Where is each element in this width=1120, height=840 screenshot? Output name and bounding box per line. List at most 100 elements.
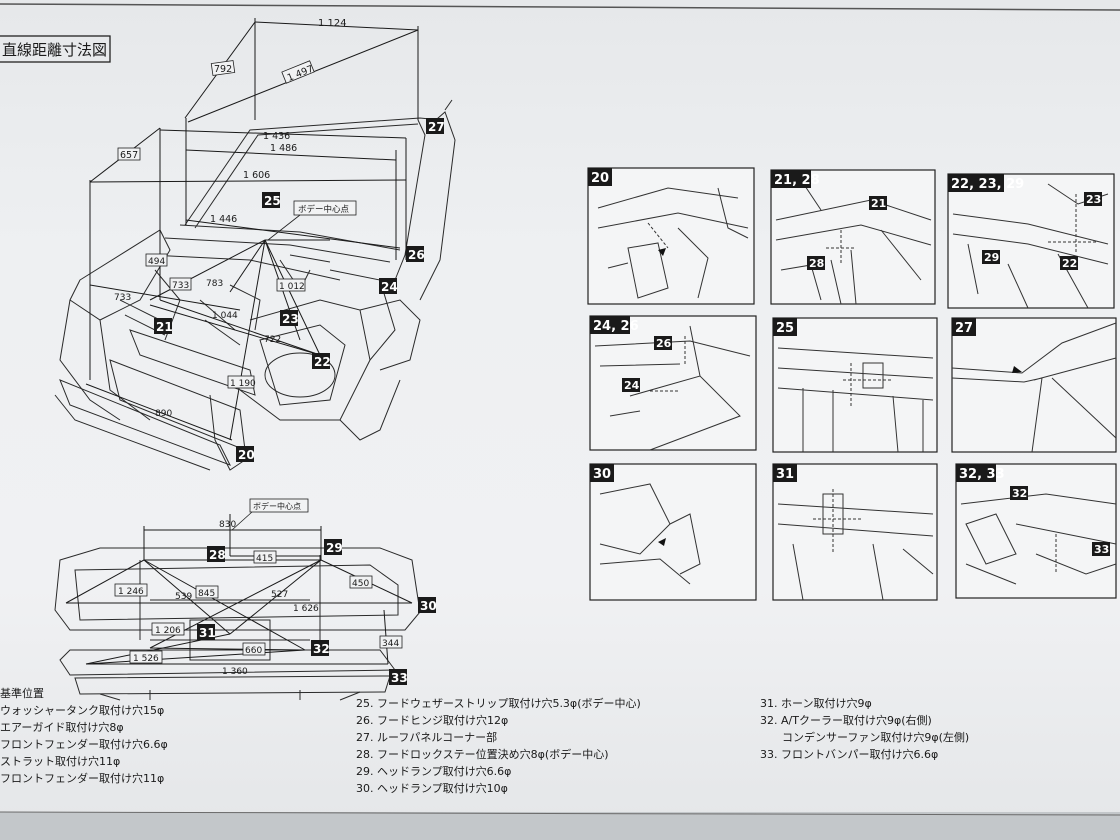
dim-upper: 733	[172, 281, 189, 291]
point-label: 24	[381, 280, 398, 294]
point-label: 28	[209, 548, 226, 562]
point-label: 33	[391, 671, 408, 685]
legend-item: コンデンサーファン取付け穴9φ(左側)	[760, 731, 970, 744]
detail-panel-20: 20	[587, 167, 755, 305]
panel-callout: 21	[871, 197, 886, 210]
dim-upper: 1 012	[279, 282, 305, 292]
legend-item: 32. A/Tクーラー取付け穴9φ(右側)	[760, 714, 932, 727]
point-label: 22	[314, 355, 331, 369]
panel-callout: 33	[1094, 543, 1109, 556]
legend-right: 31. ホーン取付け穴9φ 32. A/Tクーラー取付け穴9φ(右側) コンデン…	[760, 695, 969, 763]
detail-panel-24-26: 24, 26 26 24	[589, 315, 757, 451]
point-label: 23	[282, 312, 299, 326]
lower-dimension-labels: 830 415 1 246 539 845 527 450 1 626 1 20…	[114, 520, 403, 677]
detail-panel-30: 30	[589, 463, 757, 601]
panel-callout: 22	[1062, 257, 1077, 270]
panel-label: 22, 23, 29	[951, 177, 1024, 192]
panel-callout: 26	[656, 337, 672, 350]
panel-label: 25	[776, 321, 794, 336]
legend-item: フロントフェンダー取付け穴6.6φ	[0, 738, 168, 751]
dim-upper: 1 446	[210, 214, 237, 225]
upper-dimension-labels: 1 124 792 1 497 657 1 436 1 486 1 606 1 …	[114, 18, 347, 419]
dim-lower: 1 626	[293, 604, 319, 614]
dim-upper: 657	[120, 150, 138, 161]
dim-lower: 415	[256, 554, 273, 564]
panel-label: 27	[955, 321, 973, 336]
point-label: 31	[199, 626, 216, 640]
body-center-note-upper: ボデー中心点	[267, 200, 357, 241]
panel-label: 30	[593, 467, 611, 482]
legend-item: 25. フードウェザーストリップ取付け穴5.3φ(ボデー中心)	[356, 697, 641, 710]
panel-callout: 24	[624, 379, 640, 392]
lower-front-structure	[54, 547, 421, 701]
panel-callout: 23	[1086, 193, 1101, 206]
legend-item: 31. ホーン取付け穴9φ	[760, 697, 872, 710]
legend-item: 29. ヘッドランプ取付け穴6.6φ	[356, 765, 512, 778]
point-label: 21	[156, 320, 173, 334]
legend-item: 33. フロントバンパー取付け穴6.6φ	[760, 748, 939, 761]
legend-item: 基準位置	[0, 687, 44, 700]
dim-upper: 1 124	[318, 18, 347, 29]
point-label: 20	[238, 448, 255, 462]
legend-item: ウォッシャータンク取付け穴15φ	[0, 704, 165, 717]
lower-point-labels: 28 29 30 31 32 33	[197, 539, 437, 685]
legend-item: 26. フードヒンジ取付け穴12φ	[356, 714, 509, 727]
dim-lower: 1 206	[155, 626, 181, 636]
point-label: 32	[313, 642, 330, 656]
dim-upper: 1 436	[263, 131, 290, 142]
legend-item: エアーガイド取付け穴8φ	[0, 721, 124, 734]
detail-panel-31: 31	[772, 463, 938, 601]
detail-panel-21-28: 21, 28 21 28	[770, 169, 936, 305]
dim-upper: 722	[264, 335, 281, 345]
legend-item: 30. ヘッドランプ取付け穴10φ	[356, 782, 508, 795]
point-label: 29	[326, 541, 343, 555]
dim-upper: 890	[155, 409, 172, 419]
panel-label: 21, 28	[774, 173, 820, 188]
panel-callout: 32	[1012, 487, 1027, 500]
dim-upper: 1 044	[212, 311, 238, 321]
point-label: 26	[408, 248, 425, 262]
legend-item: フロントフェンダー取付け穴11φ	[0, 772, 165, 785]
dim-lower: 450	[352, 579, 369, 589]
detail-panel-22-23-29: 22, 23, 29 23 29 22	[947, 173, 1115, 309]
dim-lower: 1 360	[222, 667, 248, 677]
panel-label: 32, 33	[959, 467, 1005, 482]
svg-text:直線距離寸法図: 直線距離寸法図	[2, 41, 107, 59]
point-label: 25	[264, 194, 281, 208]
dim-upper: 1 486	[270, 143, 297, 154]
legend-middle: 25. フードウェザーストリップ取付け穴5.3φ(ボデー中心) 26. フードヒ…	[356, 695, 641, 797]
dim-lower: 845	[198, 589, 215, 599]
dim-lower: 1 246	[118, 587, 144, 597]
detail-panel-27: 27	[951, 317, 1117, 453]
dim-lower: 830	[219, 520, 236, 530]
panel-label: 20	[591, 171, 609, 186]
dim-lower: 527	[271, 590, 288, 600]
dim-lower: 1 526	[133, 654, 159, 664]
panel-label: 24, 26	[593, 319, 639, 334]
svg-text:ボデー中心点: ボデー中心点	[253, 501, 301, 511]
dim-upper: 494	[148, 257, 165, 267]
diagram-title: 直線距離寸法図	[0, 35, 111, 63]
point-label: 30	[420, 599, 437, 613]
legend-left: 基準位置 ウォッシャータンク取付け穴15φ エアーガイド取付け穴8φ フロントフ…	[0, 685, 168, 787]
dim-upper: 783	[206, 279, 223, 289]
dim-lower: 660	[245, 646, 262, 656]
body-center-note-lower: ボデー中心点	[231, 498, 309, 531]
detail-panel-32-33: 32, 33 32 33	[955, 463, 1117, 599]
legend-item: ストラット取付け穴11φ	[0, 755, 121, 768]
dim-lower: 344	[382, 639, 399, 649]
panel-callout: 29	[984, 251, 999, 264]
legend-item: 27. ルーフパネルコーナー部	[356, 731, 498, 744]
dim-upper: 1 190	[230, 379, 256, 389]
svg-text:ボデー中心点: ボデー中心点	[298, 204, 350, 215]
dim-upper: 733	[114, 293, 131, 303]
dim-upper: 1 606	[243, 170, 270, 181]
detail-panels: 20 21, 28 21 28 22, 23, 29 23 29	[587, 167, 1117, 601]
upper-point-labels: 27 25 26 24 23 22 21 20	[154, 118, 445, 462]
panel-label: 31	[776, 467, 794, 482]
dim-lower: 539	[175, 592, 192, 602]
dim-upper: 792	[214, 64, 232, 75]
point-label: 27	[428, 120, 445, 134]
